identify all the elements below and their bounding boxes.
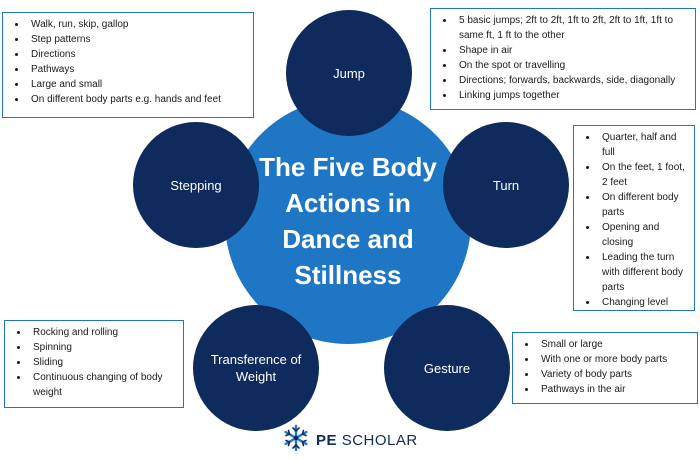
stepping-item: On different body parts e.g. hands and f… (27, 92, 245, 107)
action-turn-label: Turn (492, 177, 520, 193)
stepping-item: Directions (27, 47, 245, 62)
action-jump: Jump (286, 10, 412, 136)
gesture-item: Variety of body parts (537, 367, 689, 382)
gesture-item: Small or large (537, 337, 689, 352)
jump-item: Linking jumps together (455, 88, 687, 103)
turn-box: Quarter, half and full On the feet, 1 fo… (573, 125, 695, 311)
gesture-item: Pathways in the air (537, 382, 689, 397)
action-jump-label: Jump (333, 65, 365, 81)
turn-item: Quarter, half and full (598, 130, 686, 160)
stepping-item: Step patterns (27, 32, 245, 47)
turn-item: Changing level (598, 295, 686, 310)
transference-box: Rocking and rolling Spinning Sliding Con… (4, 320, 184, 408)
gesture-box: Small or large With one or more body par… (512, 332, 698, 404)
turn-item: On the feet, 1 foot, 2 feet (598, 160, 686, 190)
action-turn: Turn (443, 122, 569, 248)
stepping-item: Walk, run, skip, gallop (27, 17, 245, 32)
jump-item: 5 basic jumps; 2ft to 2ft, 1ft to 2ft, 2… (455, 13, 687, 43)
logo-brand-rest: SCHOLAR (341, 432, 418, 449)
snowflake-logo-icon (282, 424, 310, 457)
turn-item: Opening and closing (598, 220, 686, 250)
action-stepping: Stepping (133, 122, 259, 248)
jump-item: On the spot or travelling (455, 58, 687, 73)
transference-item: Sliding (29, 355, 175, 370)
jump-item: Shape in air (455, 43, 687, 58)
action-gesture-label: Gesture (423, 360, 471, 376)
stepping-item: Pathways (27, 62, 245, 77)
stepping-item: Large and small (27, 77, 245, 92)
jump-box: 5 basic jumps; 2ft to 2ft, 1ft to 2ft, 2… (430, 8, 696, 110)
center-circle: The Five Body Actions in Dance and Still… (225, 98, 471, 344)
logo-text: PE SCHOLAR (316, 432, 418, 449)
transference-item: Continuous changing of body weight (29, 370, 175, 400)
turn-item: Leading the turn with different body par… (598, 250, 686, 295)
center-title: The Five Body Actions in Dance and Still… (259, 152, 437, 290)
pe-scholar-logo: PE SCHOLAR (282, 424, 418, 457)
logo-brand-bold: PE (316, 432, 338, 449)
action-stepping-label: Stepping (170, 177, 222, 193)
action-transference-label: Transference of Weight (210, 352, 302, 384)
action-gesture: Gesture (384, 305, 510, 431)
turn-item: On different body parts (598, 190, 686, 220)
gesture-item: With one or more body parts (537, 352, 689, 367)
stepping-box: Walk, run, skip, gallop Step patterns Di… (2, 12, 254, 118)
transference-item: Spinning (29, 340, 175, 355)
transference-item: Rocking and rolling (29, 325, 175, 340)
action-transference: Transference of Weight (193, 305, 319, 431)
jump-item: Directions; forwards, backwards, side, d… (455, 73, 687, 88)
